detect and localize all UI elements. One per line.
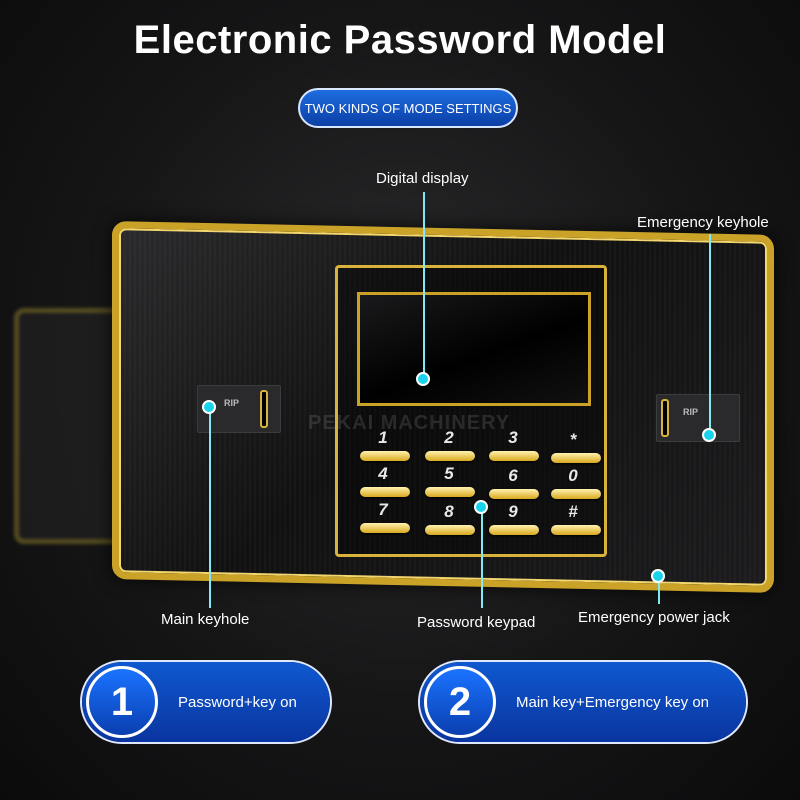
label-password-keypad: Password keypad — [417, 614, 536, 631]
mode-2-number: 2 — [424, 666, 496, 738]
mode-settings-label: TWO KINDS OF MODE SETTINGS — [304, 100, 512, 116]
key-label: * — [569, 430, 577, 449]
keypad-button-4[interactable] — [360, 487, 410, 497]
mode-1-badge: 1 Password+key on — [82, 662, 330, 742]
key-label: 2 — [444, 428, 454, 447]
marker-dot-keypad — [474, 500, 488, 514]
label-emergency-power-jack: Emergency power jack — [578, 609, 730, 626]
label-digital-display: Digital display — [376, 170, 469, 187]
callout-line-main-keyhole — [209, 408, 211, 608]
key-label: 3 — [508, 428, 518, 447]
key-label: 5 — [444, 464, 454, 483]
marker-dot-main-keyhole — [202, 400, 216, 414]
mode-2-label: Main key+Emergency key on — [516, 693, 710, 711]
callout-line-keypad — [481, 508, 483, 608]
keypad-button-9[interactable] — [489, 525, 539, 535]
page-title: Electronic Password Model — [133, 18, 667, 62]
emergency-keyhole[interactable]: RIP — [656, 394, 740, 442]
keypad-button-0[interactable] — [551, 489, 601, 499]
digital-display-screen — [357, 292, 591, 406]
marker-dot-emergency-keyhole — [702, 428, 716, 442]
keypad-button-star[interactable] — [551, 453, 601, 463]
keypad-button-2[interactable] — [425, 451, 475, 461]
key-label: 1 — [378, 428, 388, 447]
callout-line-display — [423, 192, 425, 378]
callout-line-emergency-keyhole — [709, 234, 711, 432]
key-label: 9 — [508, 502, 518, 521]
key-label: 0 — [568, 466, 578, 485]
keypad-button-hash[interactable] — [551, 525, 601, 535]
keyhole-label: RIP — [683, 407, 699, 417]
key-label: # — [568, 502, 578, 521]
key-slot — [661, 399, 669, 437]
callout-line-power-jack — [658, 578, 660, 604]
label-emergency-keyhole: Emergency keyhole — [637, 214, 769, 231]
marker-dot-power-jack — [651, 569, 665, 583]
keypad-button-6[interactable] — [489, 489, 539, 499]
keypad-button-3[interactable] — [489, 451, 539, 461]
keypad-button-1[interactable] — [360, 451, 410, 461]
keypad-button-5[interactable] — [425, 487, 475, 497]
watermark-text: PEKAI MACHINERY — [308, 412, 511, 434]
mode-1-label: Password+key on — [178, 693, 297, 711]
mode-1-number: 1 — [86, 666, 158, 738]
key-label: 6 — [508, 466, 518, 485]
label-main-keyhole: Main keyhole — [161, 611, 250, 628]
key-label: 4 — [378, 464, 388, 483]
mode-settings-pill: TWO KINDS OF MODE SETTINGS — [298, 88, 518, 128]
key-label: 7 — [378, 500, 388, 519]
mode-1-outline — [80, 660, 332, 744]
keypad-button-8[interactable] — [425, 525, 475, 535]
mode-2-outline — [418, 660, 748, 744]
keypad-button-7[interactable] — [360, 523, 410, 533]
key-slot — [260, 390, 268, 428]
marker-dot-display — [416, 372, 430, 386]
mode-2-badge: 2 Main key+Emergency key on — [420, 662, 746, 742]
main-keyhole[interactable]: RIP — [197, 385, 281, 433]
keyhole-label: RIP — [224, 398, 240, 408]
key-label: 8 — [444, 502, 454, 521]
